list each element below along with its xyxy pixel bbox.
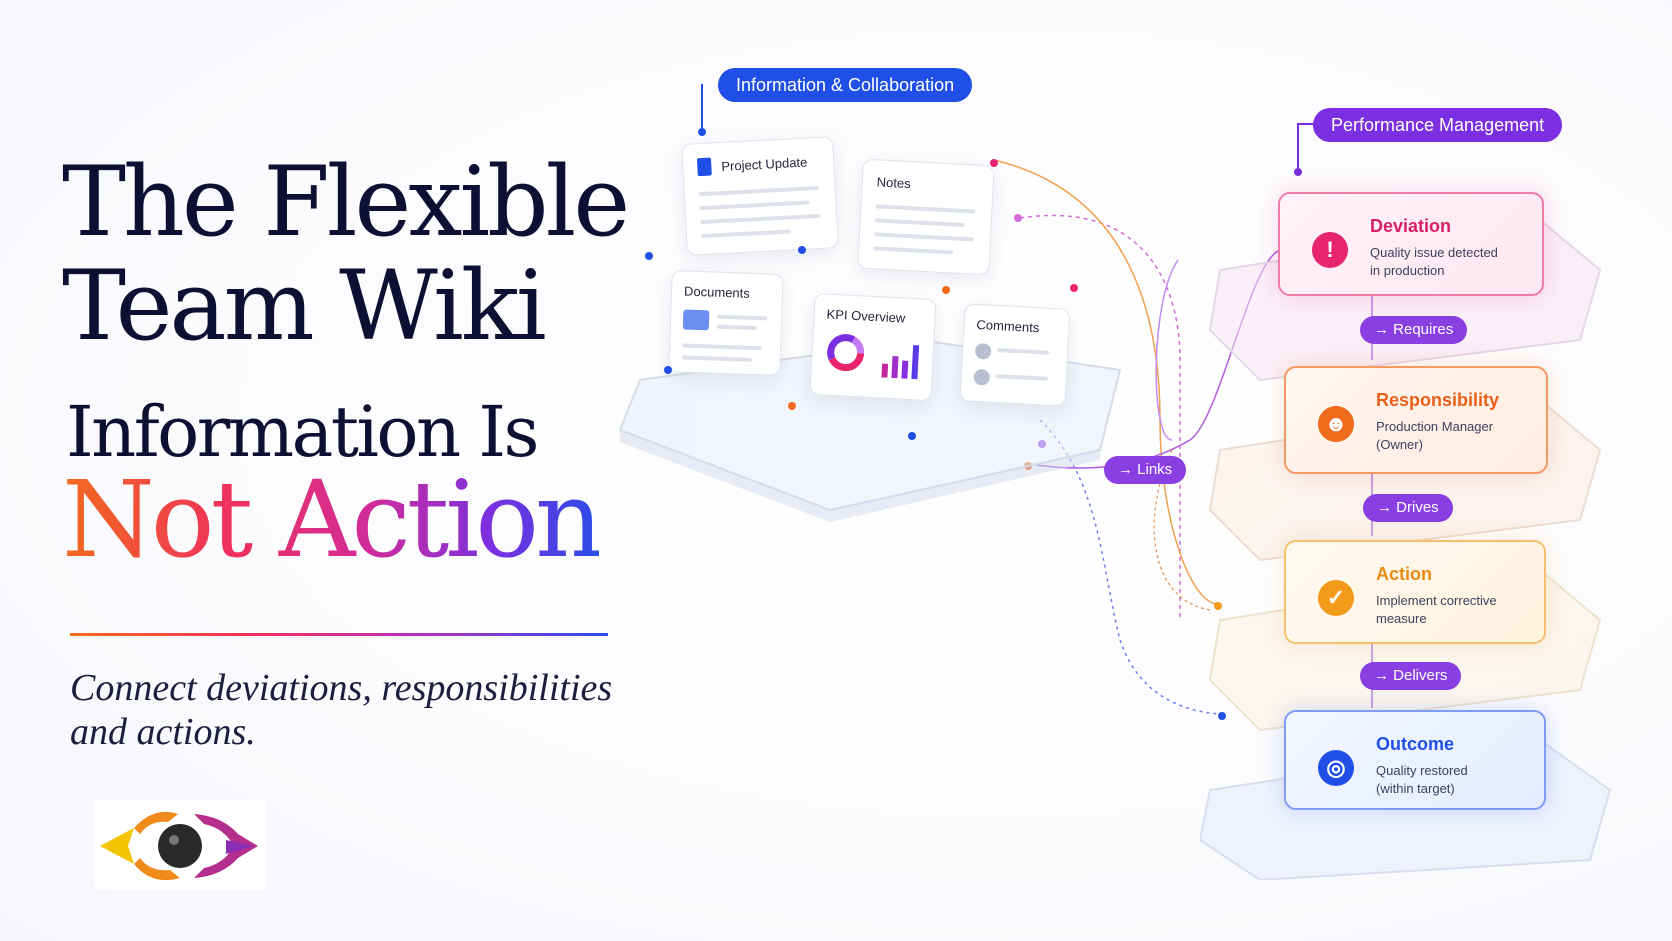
pin-marker — [664, 366, 672, 374]
responsibility-title: Responsibility — [1376, 390, 1500, 410]
project-update-card[interactable]: Project Update — [681, 136, 839, 256]
comments-card[interactable]: Comments — [959, 303, 1071, 407]
responsibility-card[interactable]: ☻ Responsibility Production Manager(Owne… — [1284, 366, 1548, 474]
outcome-desc: Quality restored(within target) — [1376, 763, 1468, 796]
links-pill[interactable]: → Links — [1104, 456, 1187, 484]
responsibility-desc: Production Manager(Owner) — [1376, 419, 1494, 452]
action-title: Action — [1376, 564, 1432, 584]
exclamation-icon: ! — [1312, 232, 1348, 268]
pin-marker — [798, 246, 806, 254]
check-icon: ✓ — [1318, 580, 1354, 616]
eye-logo — [94, 800, 266, 890]
outcome-title: Outcome — [1376, 734, 1455, 754]
headline-gradient: Not Action — [62, 458, 603, 581]
pin-marker — [908, 432, 916, 440]
notes-card[interactable]: Notes — [857, 158, 995, 276]
pin-marker — [788, 402, 796, 410]
headline-line-2: Team Wiki — [62, 250, 547, 362]
outcome-card[interactable]: ◎ Outcome Quality restored(within target… — [1284, 710, 1546, 810]
performance-management-label: Performance Management — [1313, 108, 1563, 142]
documents-card[interactable]: Documents — [668, 270, 784, 376]
gradient-divider — [70, 633, 608, 636]
headline-title: The Flexible Team Wiki — [62, 150, 662, 358]
project-update-title: Project Update — [721, 154, 808, 174]
avatar-icon — [973, 368, 991, 386]
info-collab-label: Information & Collaboration — [718, 68, 973, 102]
headline-line-1: The Flexible — [62, 146, 630, 258]
bar-chart-icon — [881, 345, 920, 380]
pin-marker — [645, 252, 653, 260]
notes-title: Notes — [876, 174, 912, 192]
pin-marker — [942, 286, 950, 294]
deviation-title: Deviation — [1370, 216, 1452, 236]
pin-marker — [1070, 284, 1078, 292]
donut-chart-icon — [827, 334, 865, 372]
target-icon: ◎ — [1318, 750, 1354, 786]
avatar-icon — [974, 342, 992, 360]
documents-title: Documents — [683, 283, 751, 301]
drives-pill[interactable]: → Drives — [1363, 494, 1453, 522]
person-icon: ☻ — [1318, 406, 1354, 442]
headline-line-3: Information Is — [66, 391, 539, 473]
folder-icon — [682, 309, 710, 331]
comments-title: Comments — [976, 316, 1040, 336]
requires-pill[interactable]: → Requires — [1360, 316, 1468, 344]
subtitle: Connect deviations, responsibilities and… — [70, 667, 613, 753]
doc-icon — [696, 157, 712, 177]
delivers-pill[interactable]: → Delivers — [1360, 662, 1462, 690]
kpi-overview-title: KPI Overview — [826, 306, 906, 326]
kpi-overview-card[interactable]: KPI Overview — [809, 292, 937, 402]
